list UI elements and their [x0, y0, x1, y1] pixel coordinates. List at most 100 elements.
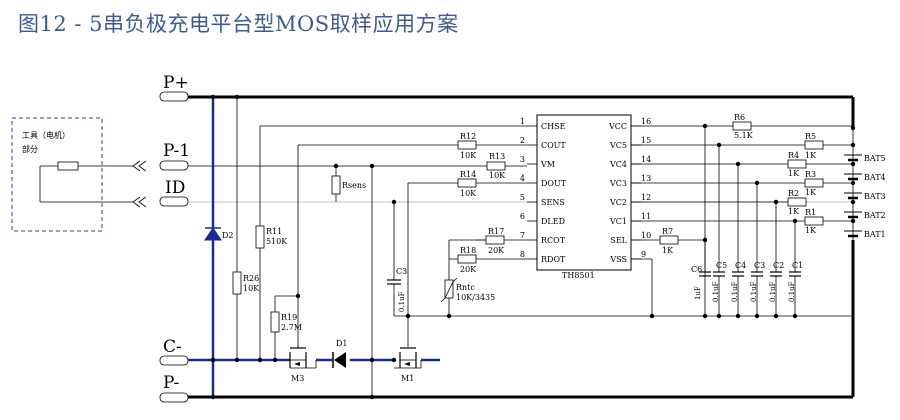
resistor-r7-ref: R7 [662, 227, 673, 236]
junction-dot [369, 163, 375, 169]
terminal-p-minus: P- [159, 373, 189, 403]
ic-right-pin-name: VSS [609, 255, 627, 264]
junction-dot [716, 142, 722, 148]
junction-dot [716, 313, 722, 319]
diagram-title: 图12 - 5串负极充电平台型MOS取样应用方案 [18, 12, 459, 36]
thermistor-rntc-val: 10K/3435 [456, 293, 495, 302]
resistor-r4-ref: R4 [788, 151, 799, 160]
junction-dot [210, 357, 216, 363]
capacitor-c6-ref: C6 [691, 265, 702, 274]
resistor-r26-val: 10K [243, 284, 260, 293]
resistor-r6: R6 5.1K [631, 113, 853, 140]
junction-dots [210, 94, 856, 400]
terminal-c-minus-label: C- [163, 337, 182, 357]
ic-right-pin-num: 15 [641, 136, 651, 145]
resistor-r2-ref: R2 [788, 189, 799, 198]
junction-dot [369, 357, 375, 363]
resistor-r17: R17 20K [485, 227, 505, 255]
ic-left-pin-name: RCOT [541, 236, 566, 245]
ic-left-pin-name: DLED [541, 217, 565, 226]
capacitor-val: 0.1uF [750, 281, 758, 302]
ic-name: TH8501 [562, 271, 595, 280]
junction-dot [773, 199, 779, 205]
capacitor-ref: C3 [754, 261, 765, 270]
terminal-c-minus: C- [159, 337, 189, 366]
terminal-p-plus: P+ [159, 73, 189, 102]
capacitor-ref: C2 [773, 261, 784, 270]
ic-left-pin-num: 2 [520, 136, 525, 145]
junction-dot [649, 313, 655, 319]
junction-dot [391, 199, 397, 205]
load-box: 工具（电机） 部分 [11, 117, 133, 232]
p-minus-bus [188, 240, 855, 399]
capacitor-c5: C50.1uF [712, 145, 727, 316]
resistor-r19-ref: R19 [281, 313, 297, 322]
ic-right-pin-num: 13 [641, 174, 651, 183]
ic-right-pin-name: VC1 [609, 217, 627, 226]
load-box-line1: 工具（电机） [22, 130, 70, 140]
resistor-r3: R3 1K [804, 170, 853, 197]
capacitor-val: 0.1uF [731, 281, 739, 302]
resistor-r3-ref: R3 [805, 170, 816, 179]
ic-right-pin-name: VC2 [609, 198, 627, 207]
resistor-r2: R2 1K [631, 189, 807, 216]
mosfet-m1-ref: M1 [401, 374, 414, 383]
ic-right-pin-num: 11 [641, 212, 651, 221]
capacitor-c2: C20.1uF [769, 202, 784, 316]
junction-dot [850, 199, 856, 205]
junction-dot [210, 394, 216, 400]
resistor-r18-ref: R18 [460, 246, 476, 255]
ic-pins: 1CHSE2COUT3VM4DOUT5SENS6DLED7RCOT8RDOT16… [520, 117, 651, 264]
ic-left-pin-name: DOUT [541, 179, 567, 188]
resistor-r4: R4 1K [787, 151, 853, 178]
resistor-r18: R18 20K [457, 246, 477, 274]
resistor-r11-ref: R11 [266, 227, 282, 236]
terminal-p-plus-label: P+ [163, 73, 189, 93]
terminal-id-label: ID [165, 178, 185, 198]
resistor-r13-val: 10K [489, 171, 506, 180]
resistor-r11-val: 510K [266, 237, 288, 246]
capacitor-val: 0.1uF [712, 281, 720, 302]
load-resistor [57, 161, 79, 171]
battery-label: BAT3 [864, 192, 886, 201]
ic-left-pin-num: 7 [520, 231, 525, 240]
resistor-r12-val: 10K [460, 151, 477, 160]
battery-label: BAT4 [864, 173, 886, 182]
resistor-r6-ref: R6 [734, 113, 745, 122]
mosfet-m3-ref: M3 [291, 374, 304, 383]
ic-right-pin-name: VC3 [609, 179, 627, 188]
junction-dot [754, 313, 760, 319]
ic-left-pin-name: SENS [541, 198, 565, 207]
junction-dot [702, 313, 708, 319]
resistor-r11: R11 510K [255, 125, 527, 360]
junction-dot [210, 94, 216, 100]
junction-dot [735, 161, 741, 167]
terminal-p-minus-label: P- [163, 373, 179, 393]
ic-right-pin-name: VC5 [609, 141, 627, 150]
resistor-r13: R13 10K [486, 152, 506, 180]
resistor-r17-val: 20K [488, 246, 505, 255]
battery-bat2: BAT2 [844, 211, 886, 220]
capacitor-c6: C6 1uF [691, 240, 711, 300]
junction-dot [405, 313, 411, 319]
junction-dot [850, 180, 856, 186]
battery-label: BAT1 [864, 230, 886, 239]
junction-dot [792, 218, 798, 224]
junction-dot [850, 218, 856, 224]
battery-bat5: BAT5 [844, 154, 886, 163]
ic-right-pin-name: VC4 [609, 160, 627, 169]
capacitor-cc3: C3 0.1uF [750, 183, 765, 316]
ic-right-pin-num: 16 [641, 117, 651, 126]
junction-dot [272, 357, 278, 363]
ic-right-pin-num: 10 [641, 231, 651, 240]
resistor-r18-val: 20K [460, 265, 477, 274]
junction-dot [295, 293, 301, 299]
resistor-r14-val: 10K [460, 189, 477, 198]
resistor-r2-val: 1K [788, 207, 800, 216]
load-box-line2: 部分 [22, 144, 38, 154]
junction-dot [257, 357, 263, 363]
junction-dot [446, 313, 452, 319]
battery-label: BAT5 [864, 154, 886, 163]
resistor-r12-ref: R12 [460, 132, 476, 141]
